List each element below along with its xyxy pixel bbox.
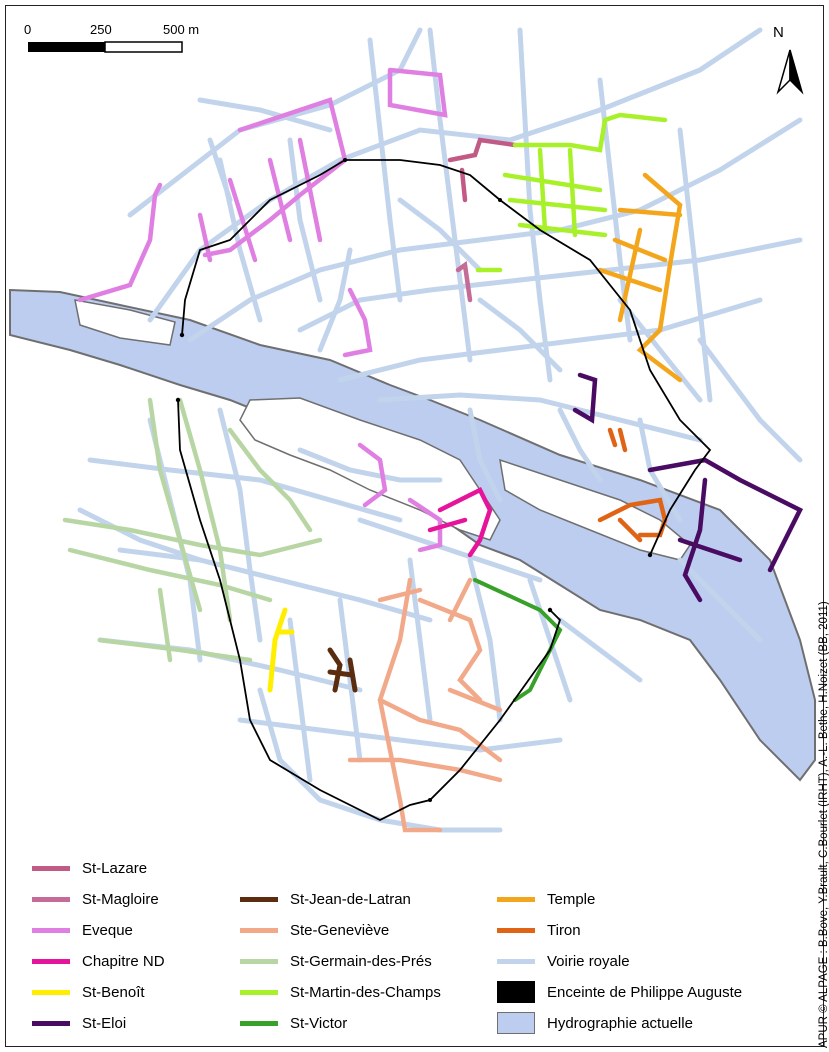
legend-label: Hydrographie actuelle: [547, 1014, 693, 1032]
legend-item-enceinte: Enceinte de Philippe Auguste: [497, 981, 742, 1003]
legend-swatch: [32, 927, 70, 933]
scale-bar: [28, 41, 183, 53]
legend-swatch: [497, 958, 535, 964]
legend-swatch: [32, 865, 70, 871]
wall-left-bank: [177, 399, 562, 822]
legend-label: St-Victor: [290, 1014, 348, 1032]
legend-item-st-victor: St-Victor: [240, 1012, 347, 1034]
network-temple: [597, 172, 683, 383]
ile-de-la-cite: [239, 397, 501, 541]
network-st-benoit: [267, 607, 295, 693]
wall-right-bank: [181, 159, 712, 556]
legend-label: Ste-Geneviève: [290, 921, 390, 939]
legend-swatch: [32, 896, 70, 902]
legend-label: Tiron: [547, 921, 581, 939]
scale-label-0: 0: [24, 22, 32, 37]
legend-item-st-germain-des-pres: St-Germain-des-Prés: [240, 950, 432, 972]
north-arrow-icon: [776, 49, 804, 95]
legend-label: St-Martin-des-Champs: [290, 983, 441, 1001]
legend-item-voirie-royale: Voirie royale: [497, 950, 630, 972]
network-st-eloi: [572, 372, 804, 603]
legend-label: St-Jean-de-Latran: [290, 890, 411, 908]
legend-swatch: [32, 1020, 70, 1026]
legend-label: Chapitre ND: [82, 952, 165, 970]
legend-swatch: [497, 981, 535, 1003]
legend-item-tiron: Tiron: [497, 919, 581, 941]
legend-swatch: [497, 927, 535, 933]
legend-swatch: [32, 989, 70, 995]
legend-label: Eveque: [82, 921, 133, 939]
legend-label: Enceinte de Philippe Auguste: [547, 983, 743, 1001]
scale-label-250: 250: [90, 22, 112, 37]
legend-label: St-Benoît: [82, 983, 145, 1001]
legend-swatch: [32, 958, 70, 964]
legend-item-st-martin-des-champs: St-Martin-des-Champs: [240, 981, 441, 1003]
legend-item-st-lazare: St-Lazare: [32, 857, 147, 879]
network-chapitre-nd: [427, 486, 493, 558]
legend-label: St-Lazare: [82, 859, 148, 877]
network-st-lazare: [447, 137, 518, 203]
network-st-germain-des-pres: [62, 397, 323, 663]
legend-swatch: [240, 958, 278, 964]
network-tiron: [597, 427, 668, 543]
legend-swatch: [240, 1020, 278, 1026]
legend-item-temple: Temple: [497, 888, 595, 910]
network-eveque: [77, 67, 448, 553]
network-st-jean-de-latran: [327, 647, 358, 693]
legend-label: Temple: [547, 890, 596, 908]
legend-item-eveque: Eveque: [32, 919, 133, 941]
legend-label: St-Eloi: [82, 1014, 127, 1032]
legend-item-st-jean-de-latran: St-Jean-de-Latran: [240, 888, 411, 910]
scale-label-500: 500 m: [163, 22, 200, 37]
enceinte-philippe-auguste: [177, 159, 712, 822]
legend-item-st-benoit: St-Benoît: [32, 981, 145, 1003]
legend-swatch: [497, 1012, 535, 1034]
legend-label: St-Germain-des-Prés: [290, 952, 432, 970]
legend-label: St-Magloire: [82, 890, 159, 908]
network-st-magloire: [455, 261, 473, 303]
legend-swatch: [240, 896, 278, 902]
legend-item-st-magloire: St-Magloire: [32, 888, 159, 910]
legend-swatch: [240, 989, 278, 995]
legend-swatch: [497, 896, 535, 902]
legend-item-hydrographie: Hydrographie actuelle: [497, 1012, 693, 1034]
legend-item-ste-genevieve: Ste-Geneviève: [240, 919, 389, 941]
credit-text: APUR © ALPAGE : B.Bove, Y.Brault, C.Bour…: [818, 601, 829, 1048]
legend-swatch: [240, 927, 278, 933]
north-label: N: [773, 24, 784, 41]
legend-item-chapitre-nd: Chapitre ND: [32, 950, 165, 972]
legend-label: Voirie royale: [547, 952, 630, 970]
island-small-west: [74, 299, 176, 346]
wall-nodes: [175, 158, 653, 802]
network-ste-genevieve: [347, 577, 503, 833]
legend-item-st-eloi: St-Eloi: [32, 1012, 126, 1034]
